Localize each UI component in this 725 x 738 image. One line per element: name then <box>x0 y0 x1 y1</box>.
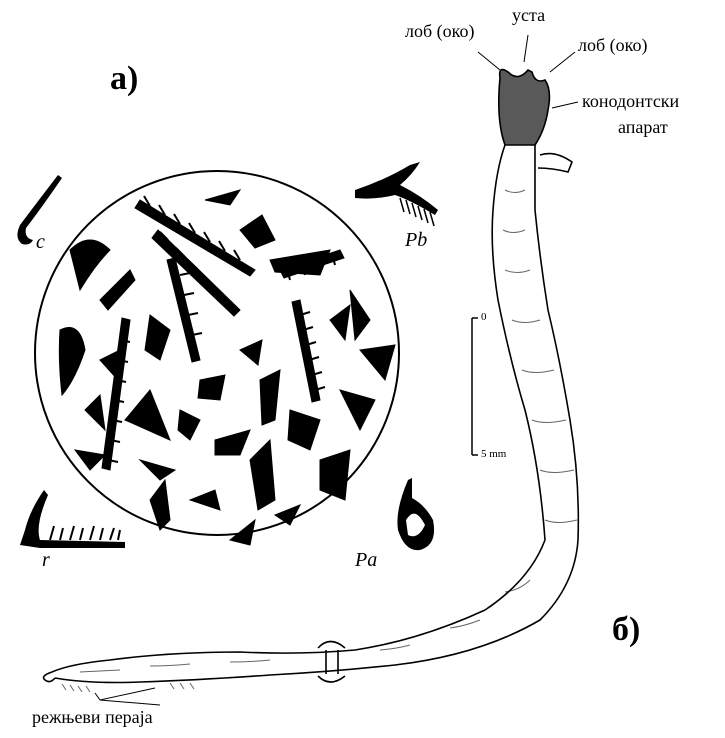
conodont-element-pa <box>397 478 434 550</box>
annotation-apparatus-line1: конодонтски <box>582 92 679 110</box>
panel-a-label: а) <box>110 62 138 96</box>
annotation-lobe-left: лоб (око) <box>405 22 474 40</box>
scale-bar <box>472 318 478 455</box>
annotation-fin-lobes: режњеви пераја <box>32 708 153 726</box>
conodont-bar <box>292 300 320 402</box>
annotation-lobe-right: лоб (око) <box>578 36 647 54</box>
scale-bar-top-label: 0 <box>481 312 487 323</box>
element-label-pa: Pa <box>355 550 377 570</box>
element-label-r: r <box>42 550 50 570</box>
panel-b-label: б) <box>612 613 640 647</box>
conodont-elements <box>59 190 395 545</box>
element-label-pb: Pb <box>405 230 427 250</box>
conodont-element-pb <box>355 162 438 226</box>
annotation-apparatus-line2: апарат <box>618 118 668 136</box>
animal-head <box>499 70 550 145</box>
element-label-c: c <box>36 232 45 252</box>
annotation-mouth: уста <box>512 6 545 24</box>
scale-bar-bottom-label: 5 mm <box>481 449 506 460</box>
